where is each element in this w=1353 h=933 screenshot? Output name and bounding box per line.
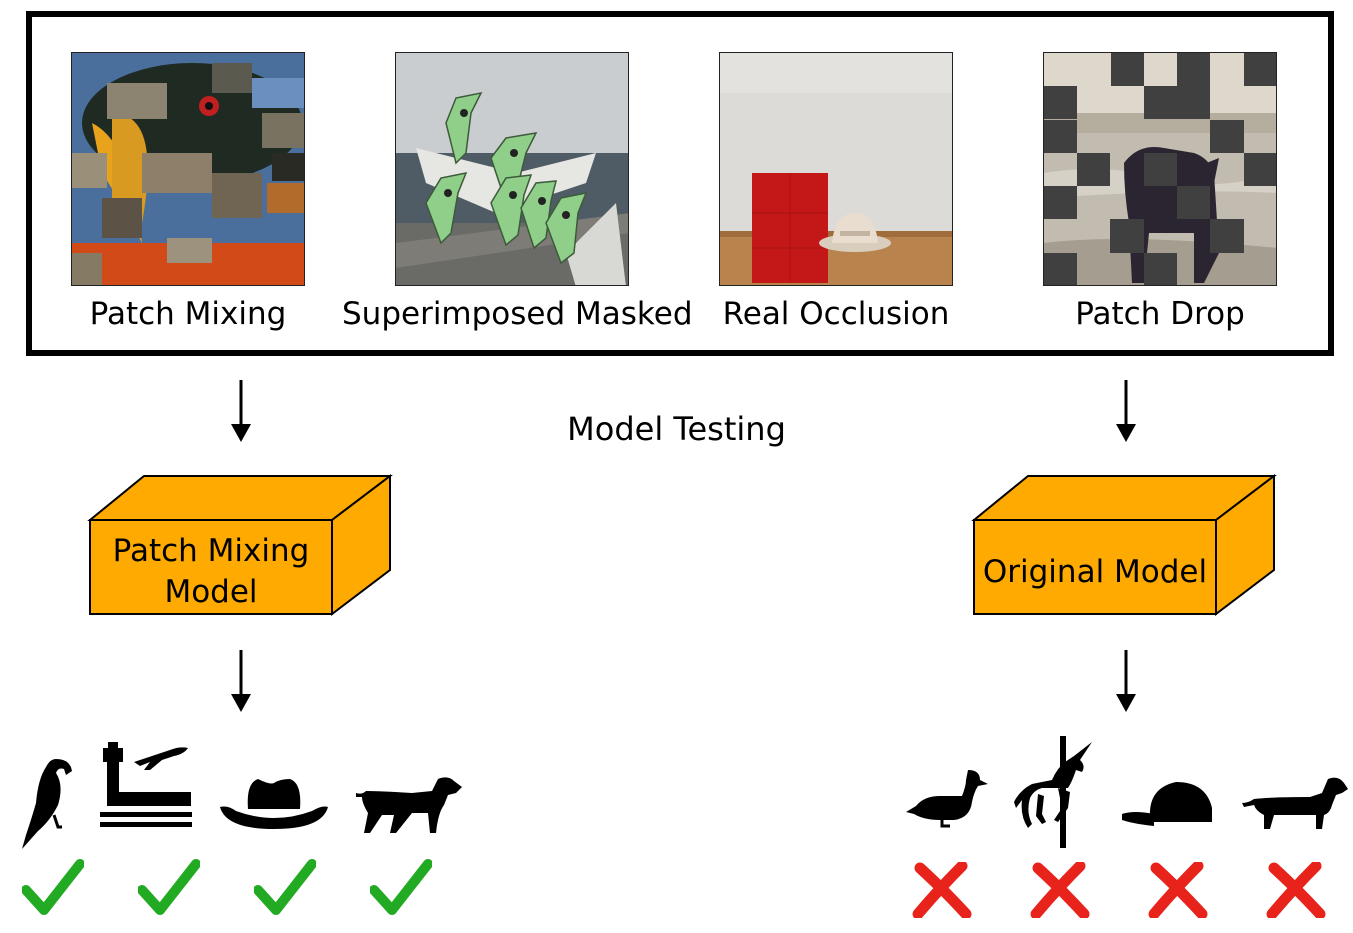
- arrow-down-icon: [1116, 380, 1136, 442]
- dachshund-icon: [1242, 777, 1348, 829]
- check-icon: [254, 859, 316, 915]
- cross-icon: [1030, 862, 1090, 918]
- cowboy-hat-icon: [220, 779, 328, 829]
- check-icon: [22, 859, 84, 915]
- caption-patch-drop: Patch Drop: [1075, 296, 1245, 332]
- arrow-down-icon: [1116, 650, 1136, 712]
- goose-icon: [906, 770, 988, 828]
- carousel-unicorn-icon: [1014, 736, 1092, 848]
- patch-mixing-image: [71, 52, 305, 286]
- examples-frame: [26, 11, 1334, 356]
- caption-patch-mixing: Patch Mixing: [89, 296, 287, 332]
- real-occlusion-image: [719, 52, 953, 286]
- check-icon: [138, 859, 200, 915]
- dog-icon: [356, 777, 462, 833]
- caption-real-occlusion: Real Occlusion: [722, 296, 950, 332]
- caption-superimposed-masked: Superimposed Masked: [342, 296, 693, 332]
- check-icon: [370, 859, 432, 915]
- original-model-label: Original Model: [982, 554, 1208, 590]
- arrow-down-icon: [231, 380, 251, 442]
- parrot-icon: [22, 759, 72, 849]
- cross-icon: [1148, 862, 1208, 918]
- cross-icon: [912, 862, 972, 918]
- arrow-down-icon: [231, 650, 251, 712]
- patch-mixing-model-label: Patch Mixing Model: [112, 533, 310, 610]
- airport-icon: [100, 742, 192, 827]
- cross-icon: [1266, 862, 1326, 918]
- baseball-cap-icon: [1122, 782, 1212, 826]
- patch-drop-image: [1043, 52, 1277, 286]
- superimposed-masked-image: [395, 52, 629, 286]
- model-testing-label: Model Testing: [567, 410, 786, 448]
